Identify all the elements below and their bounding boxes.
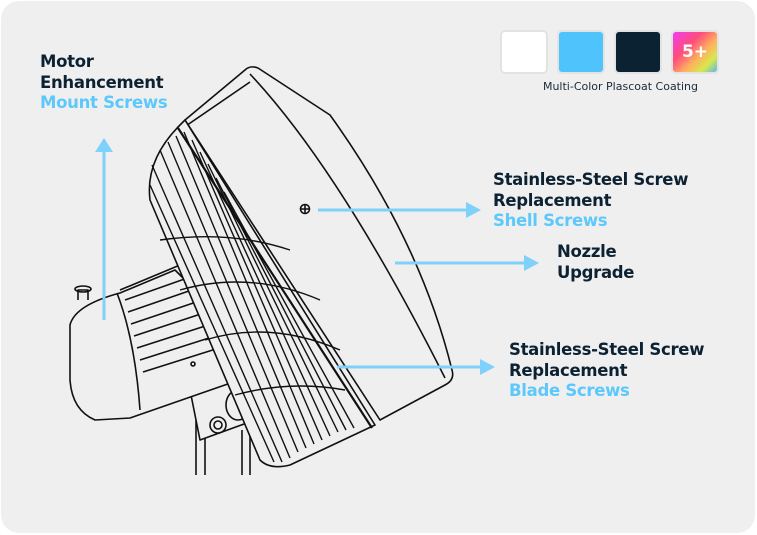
- shell-screws-label: Shell Screws: [493, 211, 608, 230]
- motor-callout: Motor Enhancement Mount Screws: [40, 52, 168, 114]
- nozzle-callout: Nozzle Upgrade: [557, 242, 635, 283]
- blade-screws-label: Blade Screws: [509, 381, 630, 400]
- shell-callout: Stainless-Steel Screw Replacement Shell …: [493, 170, 688, 232]
- more-colors-label: 5+: [681, 42, 709, 62]
- shell-callout-line2: Replacement: [493, 190, 612, 210]
- swatch-more-colors[interactable]: 5+: [671, 30, 719, 74]
- blade-callout: Stainless-Steel Screw Replacement Blade …: [509, 340, 704, 402]
- nozzle-callout-line1: Nozzle: [557, 242, 617, 261]
- nozzle-callout-line2: Upgrade: [557, 262, 635, 282]
- blade-callout-line2: Replacement: [509, 360, 628, 380]
- mount-screws-label: Mount Screws: [40, 93, 168, 112]
- motor-callout-line1: Motor: [40, 52, 94, 71]
- blade-callout-line1: Stainless-Steel Screw: [509, 340, 705, 359]
- swatch-navy[interactable]: [614, 30, 662, 74]
- shell-callout-line1: Stainless-Steel Screw: [493, 170, 689, 189]
- motor-callout-line2: Enhancement: [40, 72, 164, 92]
- color-swatches: 5+: [500, 30, 719, 74]
- swatch-light-blue[interactable]: [557, 30, 605, 74]
- swatch-white[interactable]: [500, 30, 548, 74]
- coating-label: Multi-Color Plascoat Coating: [542, 80, 699, 93]
